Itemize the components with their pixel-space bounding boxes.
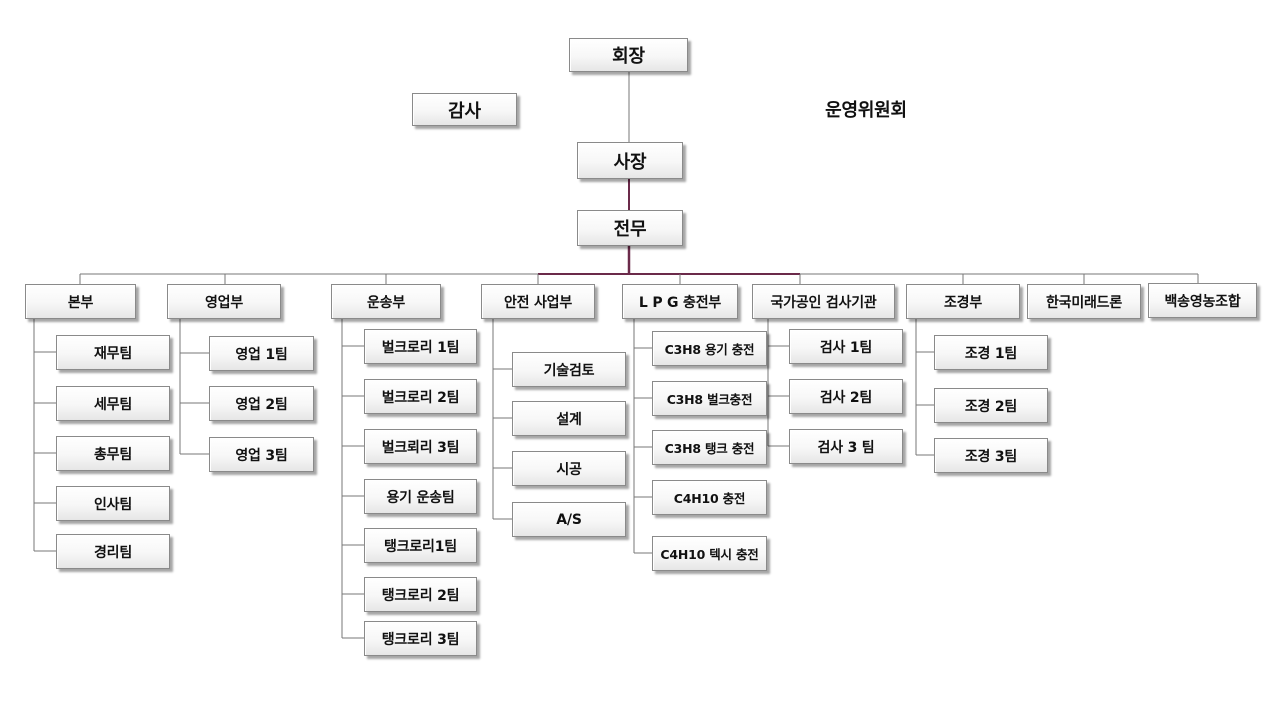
team-box: 조경 1팀 (934, 335, 1048, 370)
team-box: 검사 1팀 (789, 329, 903, 364)
team-box: 영업 1팀 (209, 336, 314, 371)
team-box: C3H8 탱크 충전 (652, 430, 767, 465)
team-box: 벌크로리 2팀 (364, 379, 477, 414)
team-box: 경리팀 (56, 534, 170, 569)
dept-sales: 영업부 (167, 284, 281, 319)
team-box: C3H8 용기 충전 (652, 331, 767, 366)
president-box: 사장 (577, 142, 683, 179)
team-box: 시공 (512, 451, 626, 486)
team-box: C4H10 텍시 충전 (652, 536, 767, 571)
dept-drone: 한국미래드론 (1027, 284, 1141, 319)
team-box: 탱크로리 2팀 (364, 577, 477, 612)
team-box: A/S (512, 502, 626, 537)
dept-transport: 운송부 (331, 284, 441, 319)
dept-landscape: 조경부 (906, 284, 1020, 319)
team-box: 재무팀 (56, 335, 170, 370)
team-box: 세무팀 (56, 386, 170, 421)
committee-label: 운영위원회 (825, 100, 907, 121)
executive-box: 전무 (577, 210, 683, 246)
team-box: 조경 2팀 (934, 388, 1048, 423)
chairman-box: 회장 (569, 38, 688, 72)
auditor-box: 감사 (412, 93, 517, 126)
team-box: 총무팀 (56, 436, 170, 471)
dept-safety: 안전 사업부 (481, 284, 595, 319)
team-box: 조경 3팀 (934, 438, 1048, 473)
dept-inspection: 국가공인 검사기관 (752, 284, 895, 319)
team-box: 영업 3팀 (209, 437, 314, 472)
team-box: 탱크로리 3팀 (364, 621, 477, 656)
team-box: 탱크로리1팀 (364, 528, 477, 563)
dept-lpg: L P G 충전부 (622, 284, 738, 319)
team-box: 검사 3 팀 (789, 429, 903, 464)
team-box: 벌크로리 1팀 (364, 329, 477, 364)
team-box: 벌크뢰리 3팀 (364, 429, 477, 464)
team-box: 기술검토 (512, 352, 626, 387)
dept-hq: 본부 (25, 284, 136, 319)
team-box: 용기 운송팀 (364, 479, 477, 514)
team-box: C4H10 충전 (652, 480, 767, 515)
team-box: C3H8 벌크충전 (652, 381, 767, 416)
dept-coop: 백송영농조합 (1148, 283, 1257, 318)
team-box: 검사 2팀 (789, 379, 903, 414)
team-box: 설계 (512, 401, 626, 436)
team-box: 인사팀 (56, 486, 170, 521)
team-box: 영업 2팀 (209, 386, 314, 421)
